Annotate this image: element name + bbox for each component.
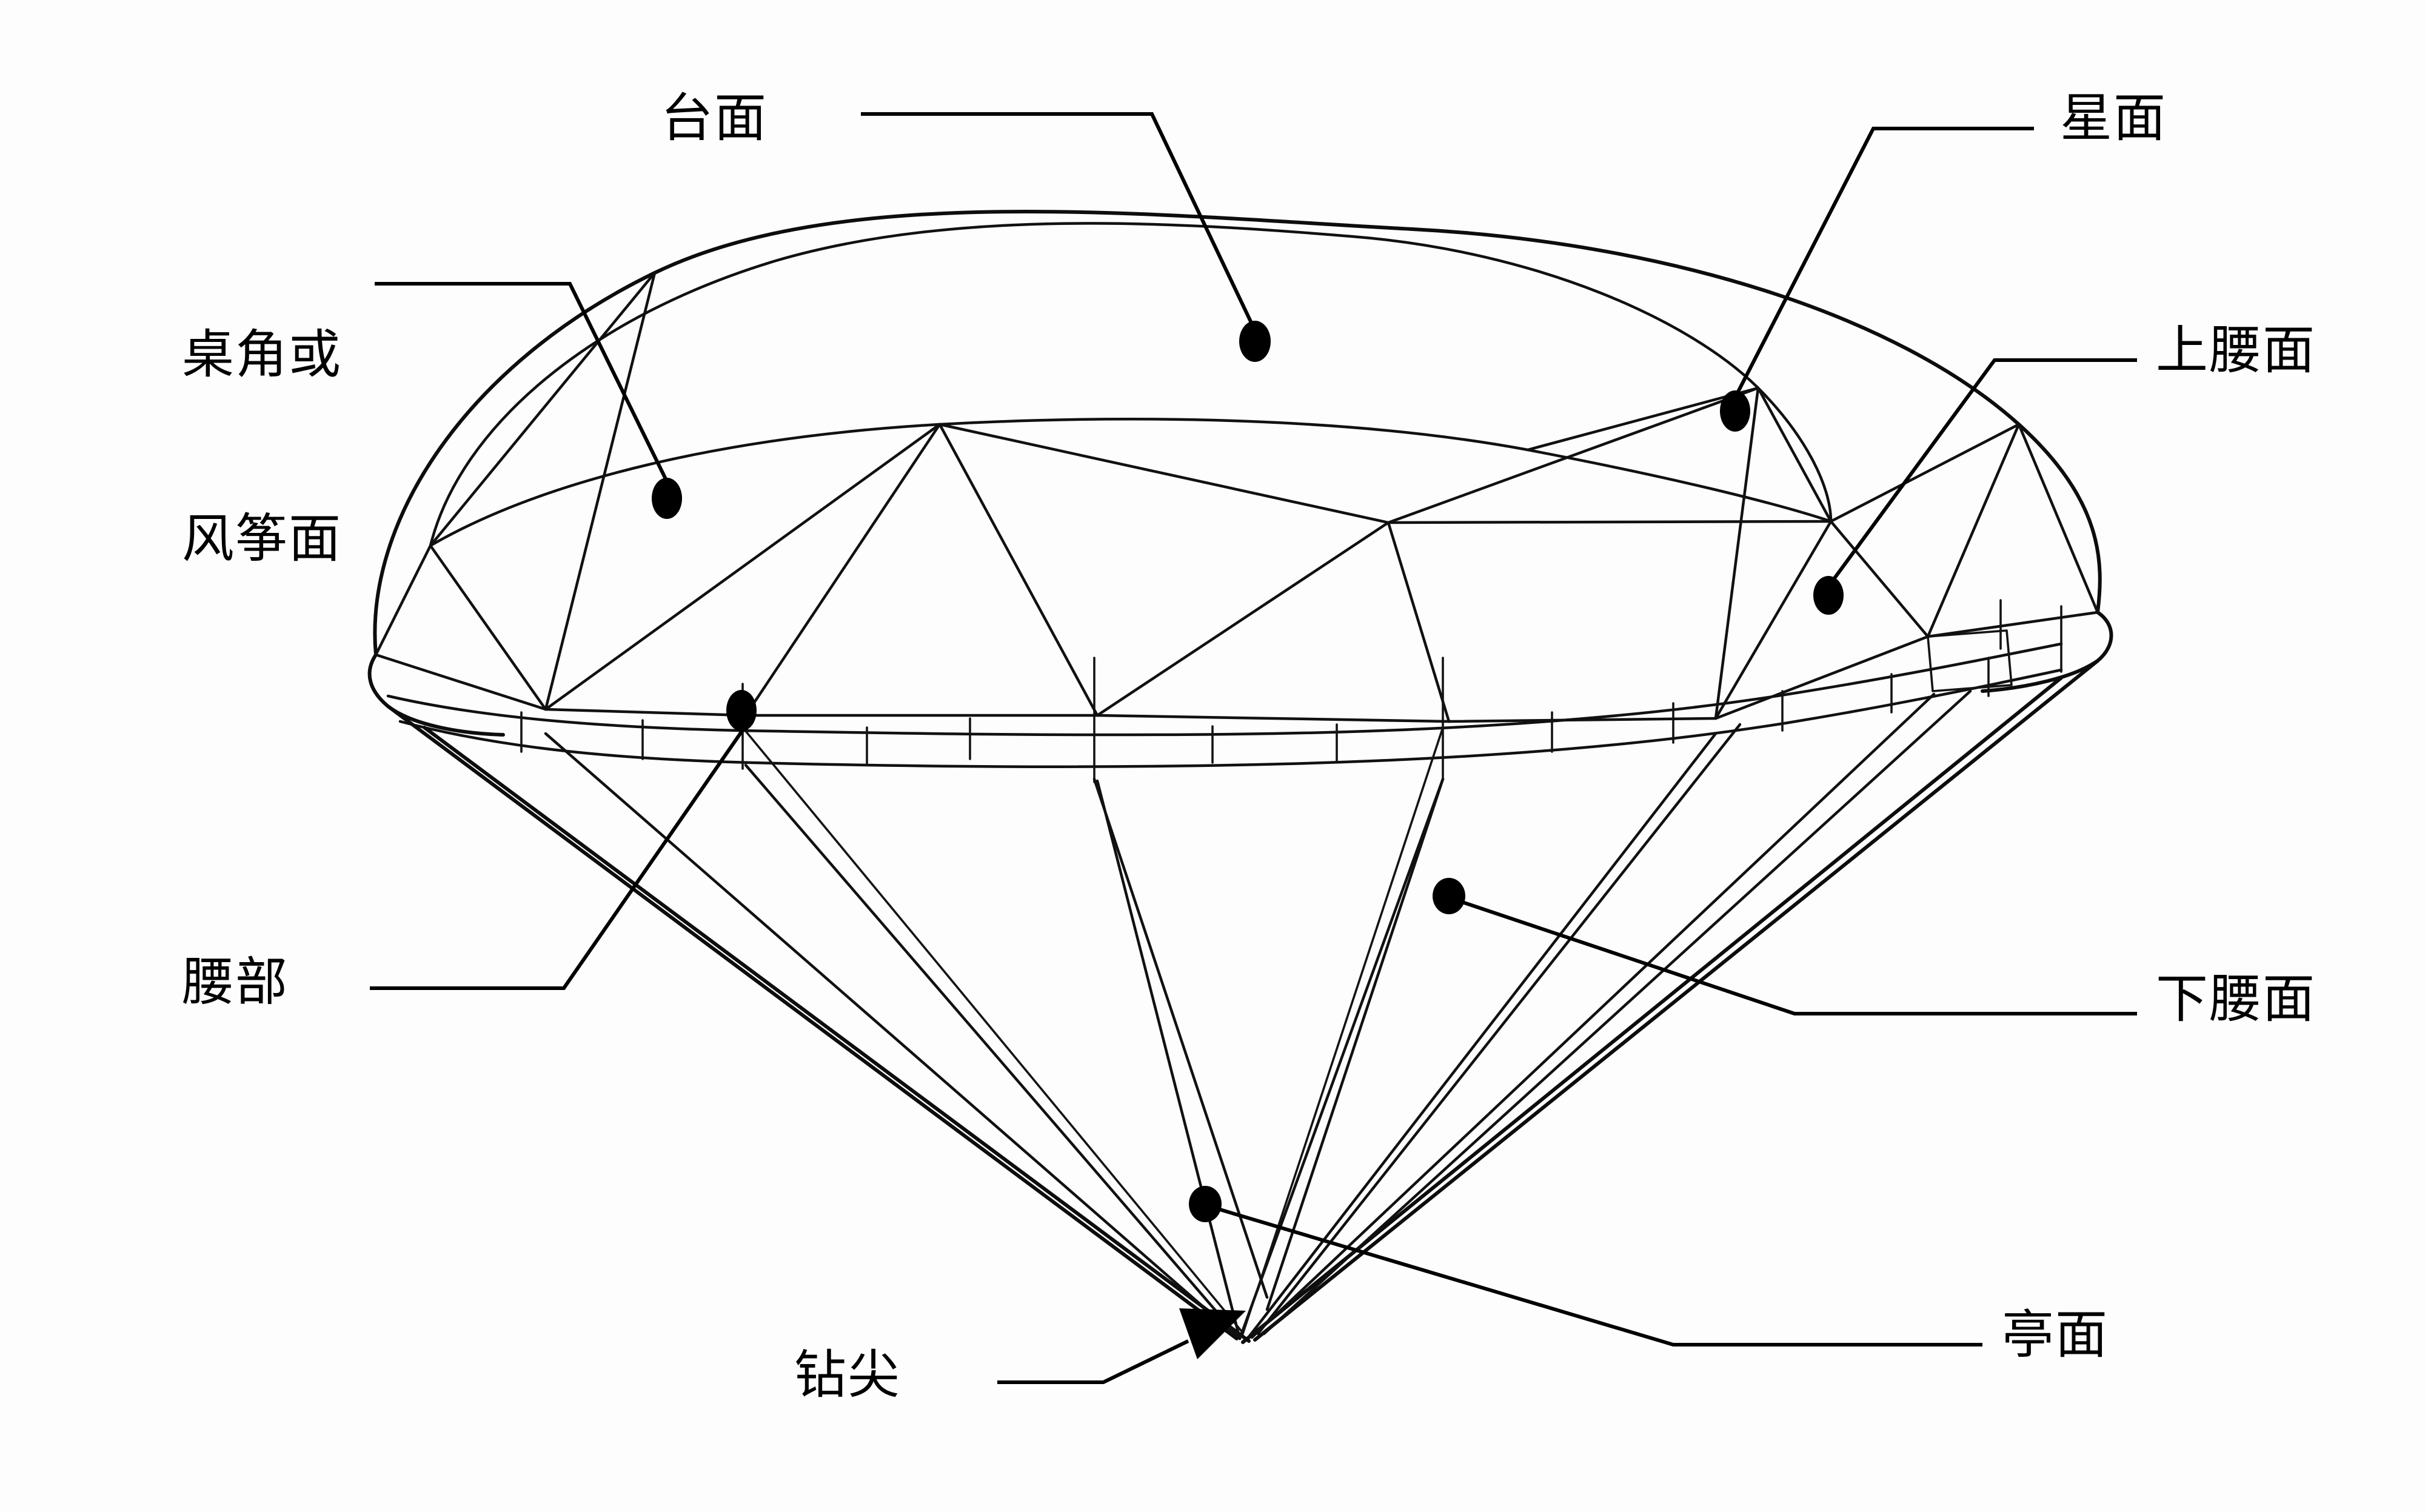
label-culet: 钻尖 [794,1345,901,1405]
label-star: 星面 [2060,88,2167,149]
crown-edge-6 [938,423,1390,524]
table-outline [429,222,1833,547]
crown-edge-23 [374,653,547,711]
label-kite-line2: 风筝面 [182,509,342,570]
crown-edge-10 [1526,386,1760,452]
girdle-band-group [386,599,2063,783]
table-lower-edge [429,418,1833,547]
crown-edge-18 [1447,717,1718,723]
label-kite-line1: 桌角或 [182,324,342,385]
label-pavilion: 亭面 [2002,1305,2109,1365]
leader-line-girdle [370,726,746,990]
girdle-marker-dot [726,690,757,731]
crown-edge-21 [1714,635,1930,720]
leader-line-table [861,112,1257,332]
pavilion-edge-9 [1250,692,1936,1339]
leader-line-upper-girdle [1832,358,2137,580]
crown-edge-1 [744,423,942,717]
pavilion-edge-7 [1247,732,1718,1339]
crown-edge-2 [938,423,1099,717]
leader-lower-girdle [1433,878,2137,1015]
label-lower-girdle: 下腰面 [2156,969,2316,1029]
label-table: 台面 [661,88,768,149]
crown-edge-12 [1714,386,1760,720]
pavilion-back-edge-1 [741,726,1243,1333]
label-girdle: 腰部 [182,952,289,1012]
crown-edge-11 [1756,386,1833,523]
crown-outline-group [367,209,2113,737]
table-facet-group [429,222,1833,547]
pavilion-edge-10 [1262,689,1972,1336]
pavilion-edge-3 [1095,779,1242,1340]
pavilion-right-silhouette-2 [1241,676,2063,1344]
pavilion-left-silhouette [386,704,1239,1340]
kite-left-edge-c [374,544,432,657]
label-upper-girdle: 上腰面 [2156,320,2316,381]
kite-marker-dot [652,478,682,519]
kite-left-diag [429,271,657,547]
girdle-facet-box [1927,629,2013,692]
leader-kite [375,282,682,519]
leader-girdle [370,690,757,990]
leader-line-kite [375,282,667,480]
girdle-top-edge [386,642,2063,737]
pavilion-edge-2 [744,763,1242,1340]
pavilion-right-silhouette [1253,659,2099,1342]
pavilion-edge-1 [544,732,1242,1340]
pavilion-marker-dot [1189,1186,1222,1222]
crown-edge-17 [1926,423,2021,638]
crown-edge-20 [1926,610,2099,638]
girdle-bottom-edge [398,668,2063,769]
crown-edge-7 [1386,521,1451,723]
crown-edge-9 [1386,520,1833,524]
pavilion-left-silhouette-2 [423,726,1251,1343]
table-marker-dot [1239,321,1271,362]
leader-line-star [1736,127,2034,394]
upper-girdle-marker-dot [1813,576,1844,615]
pavilion-group [386,659,2099,1344]
pavilion-back-edge-2 [1242,726,1444,1335]
crown-edge-19 [1095,714,1451,723]
crown-edge-3 [544,423,942,711]
leader-pavilion [1189,1186,1982,1346]
crown-edge-13 [1714,520,1833,720]
leader-upper-girdle [1813,358,2137,615]
crown-edge-4 [544,707,748,717]
leader-line-pavilion [1219,1208,1982,1346]
girdle-right-tip [1981,610,2113,693]
pavilion-edge-6 [1265,777,1445,1311]
crown-edge-14 [1829,520,1930,638]
crown-facets-group [374,271,2099,723]
label-kite: 桌角或 风筝面 [182,201,342,694]
crown-edge-8 [1386,386,1760,524]
culet-arrow-head [1179,1308,1246,1359]
crown-edge-5 [1095,521,1390,717]
star-marker-dot [1720,390,1750,432]
leader-table [861,112,1271,362]
crown-edge-15 [1829,423,2021,523]
kite-left-edge-b [429,544,547,711]
girdle-left-tip [367,653,505,737]
leader-culet [997,1308,1246,1384]
leader-line-culet [997,1339,1189,1384]
crown-edge-16 [2017,423,2099,614]
pavilion-edge-5 [1238,777,1445,1340]
pavilion-edge-8 [1256,723,1742,1336]
kite-left-edge-a [544,271,657,711]
leader-line-lower-girdle [1462,900,2137,1015]
lower-girdle-marker-dot [1433,878,1465,914]
leader-star [1720,127,2034,432]
pavilion-edge-4 [1092,777,1269,1299]
